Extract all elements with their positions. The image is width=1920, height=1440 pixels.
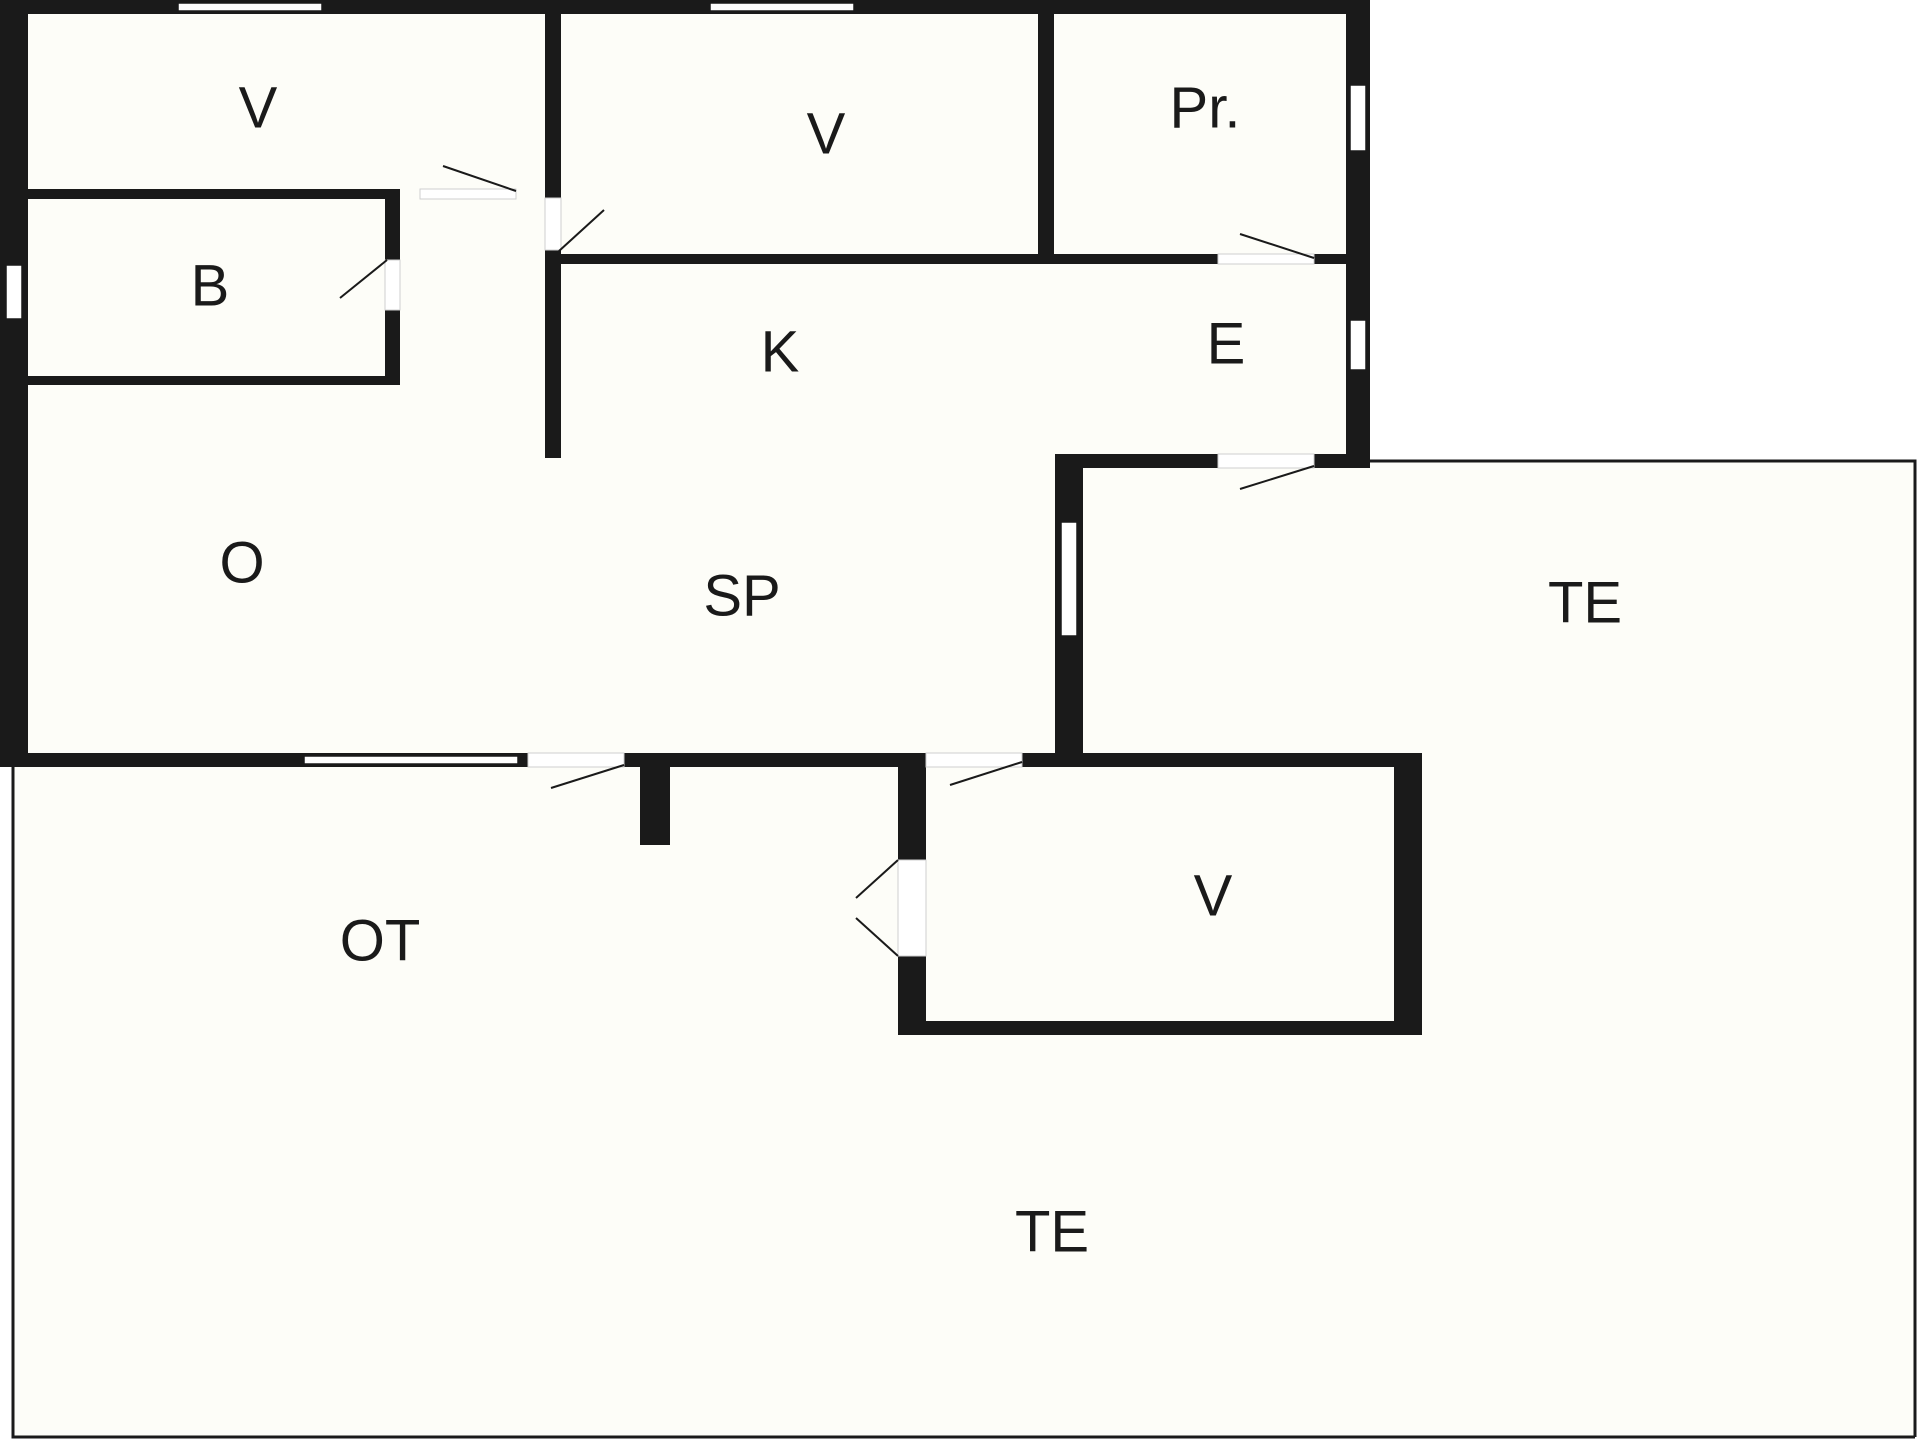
door-leaf-sp-v <box>949 761 1023 786</box>
window-sp-right <box>1060 521 1078 637</box>
door-gap-v-left <box>419 188 517 200</box>
room-label-k: K <box>761 319 800 384</box>
room-label-pr: Pr. <box>1170 75 1241 140</box>
door-gap-v-middle <box>544 197 562 251</box>
room-label-te-bottom: TE <box>1015 1199 1089 1264</box>
wall-e-bottom <box>1055 454 1370 468</box>
house-floor <box>12 6 1915 1437</box>
wall-b-bottom <box>24 376 394 385</box>
room-label-v-top-left: V <box>239 75 278 140</box>
window-top-left <box>177 2 323 12</box>
room-label-te-right: TE <box>1548 570 1622 635</box>
wall-outer-left <box>0 0 28 765</box>
door-leaf-o-ot <box>550 764 625 789</box>
wall-stub <box>640 755 670 845</box>
door-gap-o-ot <box>527 752 625 768</box>
door-gap-v-ot <box>897 859 927 957</box>
door-leaf-v-left <box>442 165 517 192</box>
door-leaf-pr <box>1239 233 1315 259</box>
window-o-bottom <box>303 755 519 765</box>
terrace-right-outline <box>1365 459 1917 1437</box>
door-gap-sp-v <box>925 752 1023 768</box>
door-gap-pr <box>1217 253 1315 265</box>
window-top-middle <box>709 2 855 12</box>
wall-v-bottom-bottom <box>898 1021 1422 1035</box>
wall-v-pr-divider <box>1038 8 1054 260</box>
door-leaf-v-ot-lower <box>855 917 899 957</box>
door-leaf-v-ot-upper <box>855 859 899 899</box>
wall-v-left-bottom <box>24 189 396 199</box>
door-leaf-b <box>339 259 388 299</box>
wall-v-bottom-right <box>1394 753 1422 1035</box>
room-label-v-bottom: V <box>1194 863 1233 928</box>
wall-outer-top <box>0 0 1370 14</box>
wall-outer-right-upper <box>1346 0 1370 467</box>
door-leaf-e-terrace <box>1239 465 1315 490</box>
room-label-ot: OT <box>340 908 421 973</box>
room-label-sp: SP <box>703 563 780 628</box>
window-b-left <box>5 264 23 320</box>
window-e-right <box>1349 319 1367 371</box>
wall-k-top <box>553 254 1346 264</box>
door-gap-e-terrace <box>1217 453 1315 469</box>
terrace-bottom-outline <box>11 765 1915 1439</box>
window-pr-right <box>1349 84 1367 152</box>
room-label-e: E <box>1207 311 1246 376</box>
room-label-v-top-middle: V <box>807 101 846 166</box>
room-label-o: O <box>219 530 264 595</box>
door-leaf-v-middle <box>558 209 605 252</box>
wall-sp-bottom <box>0 753 1420 767</box>
room-label-b: B <box>191 253 230 318</box>
door-gap-b <box>384 259 401 311</box>
